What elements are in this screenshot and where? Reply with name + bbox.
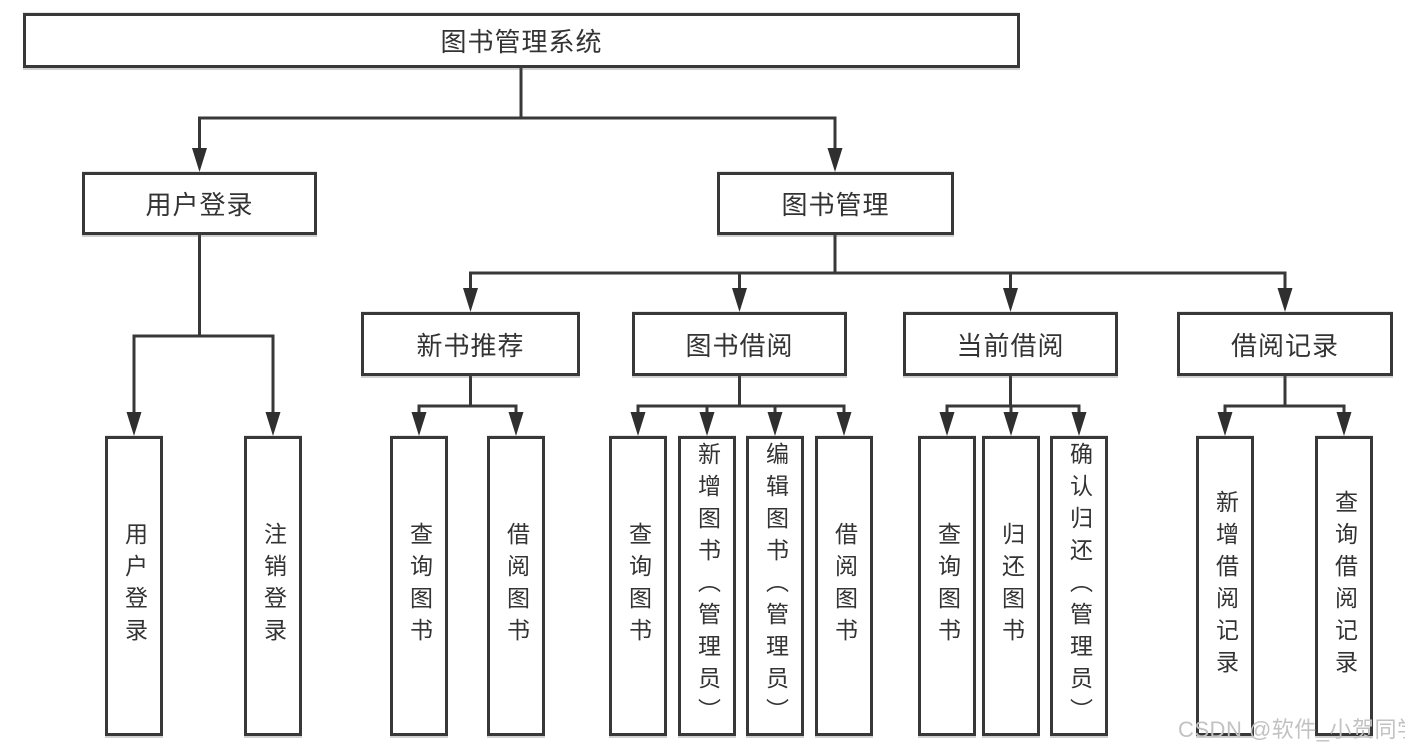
node-library-management-system: 图书管理系统: [23, 13, 1020, 68]
node-borrowing-records: 借阅记录: [1177, 312, 1393, 376]
node-book-borrowing: 图书借阅: [632, 312, 847, 376]
leaf-add-book-admin: 新增图书（管理员）: [678, 436, 736, 736]
node-user-login: 用户登录: [82, 172, 317, 235]
watermark: CSDN @软件_小贺同学: [1178, 717, 1405, 742]
leaf-logout: 注销登录: [244, 436, 302, 736]
leaf-add-borrow-record: 新增借阅记录: [1196, 436, 1254, 736]
leaf-query-borrow-record: 查询借阅记录: [1315, 436, 1373, 736]
connector-path: [132, 66, 1346, 418]
leaf-borrow-books-borrowing: 借阅图书: [815, 436, 873, 736]
leaf-return-book: 归还图书: [982, 436, 1040, 736]
node-new-book-recommend: 新书推荐: [361, 312, 580, 376]
leaf-edit-book-admin: 编辑图书（管理员）: [746, 436, 804, 736]
leaf-user-login: 用户登录: [105, 436, 163, 736]
leaf-borrow-books-recommend: 借阅图书: [487, 436, 545, 736]
leaf-query-books-current: 查询图书: [918, 436, 976, 736]
arrowheads: [126, 148, 1352, 436]
leaf-query-books-recommend: 查询图书: [390, 436, 448, 736]
leaf-query-books-borrowing: 查询图书: [609, 436, 667, 736]
node-book-management: 图书管理: [717, 172, 954, 235]
leaf-confirm-return-admin: 确认归还（管理员）: [1050, 436, 1108, 736]
node-current-borrowing: 当前借阅: [903, 312, 1118, 376]
